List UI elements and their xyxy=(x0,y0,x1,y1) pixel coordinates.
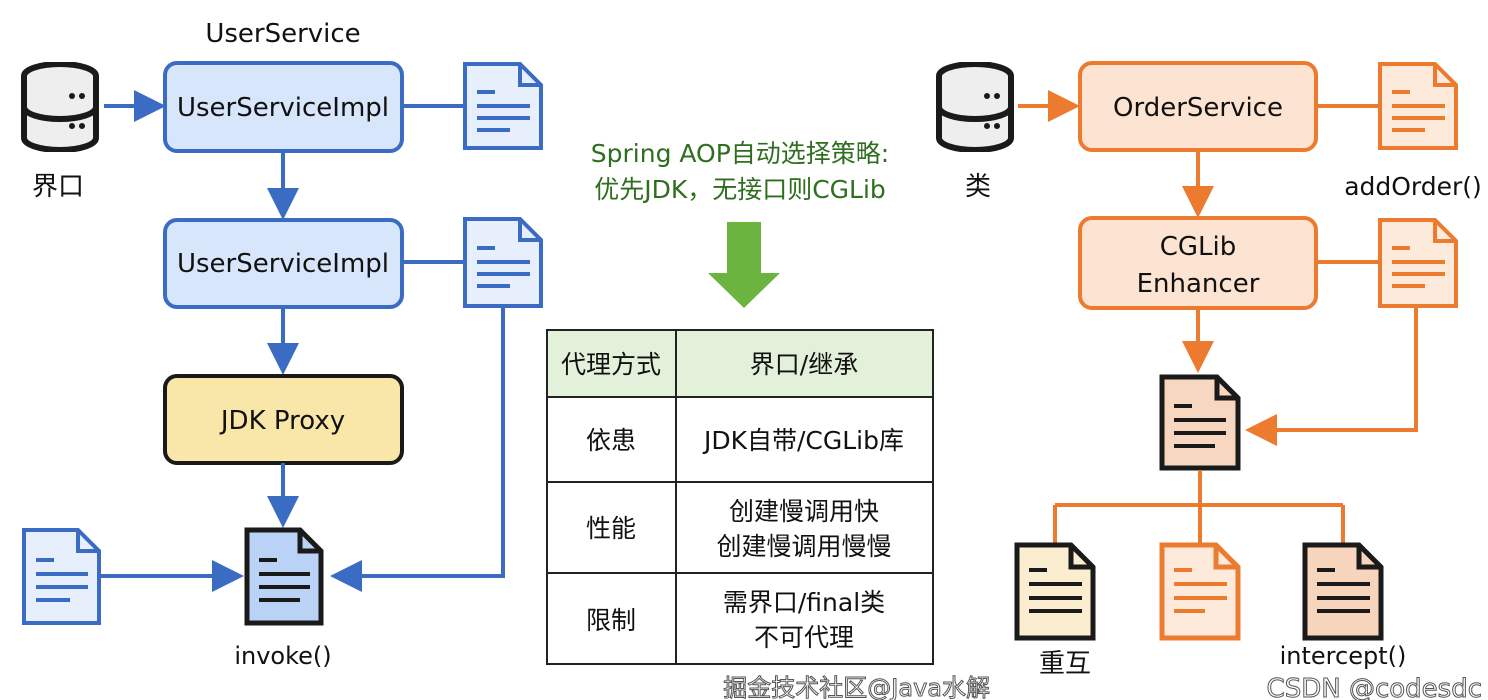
database-icon xyxy=(939,64,1011,150)
strategy-text-line2: 优先JDK，无接口则CGLib xyxy=(594,175,886,204)
class-label: 类 xyxy=(965,172,991,202)
table-cell: 创建慢调用快 xyxy=(729,497,879,526)
add-order-label: addOrder() xyxy=(1344,172,1482,201)
intercept-label: intercept() xyxy=(1280,642,1407,670)
interface-label: 界口 xyxy=(32,172,84,202)
table-header-cell: 代理方式 xyxy=(561,350,661,379)
document-icon xyxy=(1159,542,1241,641)
document-icon xyxy=(1378,218,1458,308)
table-row-label: 限制 xyxy=(586,606,636,635)
watermark: CSDN @codesdc xyxy=(1267,674,1482,700)
table-cell: 需界口/final类 xyxy=(723,588,885,617)
proxy-document-icon xyxy=(1159,374,1241,471)
watermark: 掘金技术社区@Java水解 xyxy=(723,674,990,700)
order-service-label: OrderService xyxy=(1113,93,1283,123)
document-icon xyxy=(463,217,543,308)
user-service-impl-label: UserServiceImpl xyxy=(177,93,389,123)
user-service-label: UserService xyxy=(205,19,360,49)
table-row-label: 依患 xyxy=(586,426,636,455)
table-header-cell: 界口/继承 xyxy=(750,350,858,379)
document-icon xyxy=(1014,542,1096,641)
strategy-text-line1: Spring AOP自动选择策略: xyxy=(591,139,889,168)
table-cell: 创建慢调用慢慢 xyxy=(716,532,891,561)
document-icon xyxy=(1378,62,1458,150)
invoke-label: invoke() xyxy=(234,642,331,670)
invoke-document-icon xyxy=(244,527,324,626)
document-icon xyxy=(22,528,101,625)
cglib-label: CGLib xyxy=(1160,232,1237,262)
arrow-down-icon xyxy=(708,222,780,308)
enhancer-label: Enhancer xyxy=(1137,269,1260,299)
user-service-impl-label-2: UserServiceImpl xyxy=(177,249,389,279)
document-icon xyxy=(1302,542,1384,641)
database-icon xyxy=(24,64,96,150)
table-row-label: 性能 xyxy=(586,514,636,543)
document-icon xyxy=(463,62,543,150)
table-cell: 不可代理 xyxy=(754,623,854,652)
comparison-table: 代理方式 界口/继承 依患 JDK自带/CGLib库 性能 创建慢调用快 创建慢… xyxy=(546,329,934,665)
jdk-proxy-label: JDK Proxy xyxy=(219,406,345,436)
table-cell: JDK自带/CGLib库 xyxy=(702,426,904,455)
leaf-label: 重互 xyxy=(1039,649,1091,679)
